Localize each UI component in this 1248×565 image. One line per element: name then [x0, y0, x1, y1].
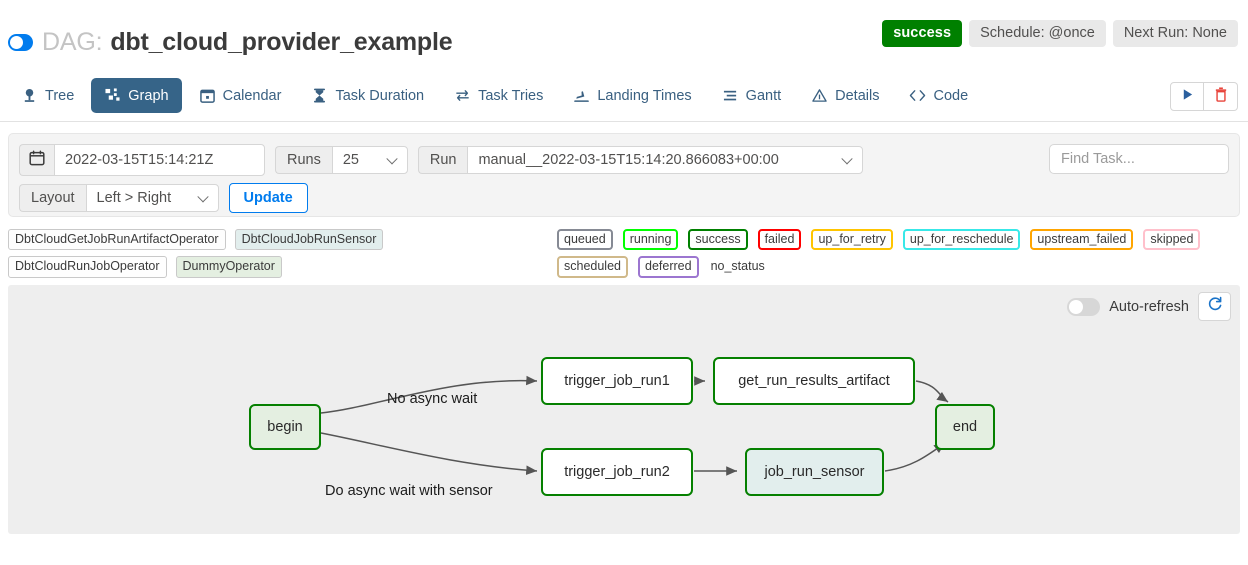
date-filter-group: 2022-03-15T15:14:21Z — [19, 144, 265, 176]
header-badges: success Schedule: @once Next Run: None — [882, 20, 1238, 47]
tab-code[interactable]: Code — [896, 78, 981, 113]
tab-task-tries[interactable]: Task Tries — [441, 78, 556, 113]
retry-icon — [454, 87, 471, 104]
graph-edge-label: Do async wait with sensor — [325, 483, 493, 499]
tab-tree[interactable]: Tree — [8, 78, 87, 113]
hourglass-icon — [311, 87, 328, 104]
calendar-icon — [29, 150, 45, 170]
filter-row-1: 2022-03-15T15:14:21Z Runs 25 Run manual_… — [19, 144, 1229, 176]
code-icon — [909, 87, 926, 104]
dag-name: dbt_cloud_provider_example — [110, 28, 453, 56]
layout-select[interactable]: Left > Right — [85, 184, 219, 212]
graph-node-trigger_job_run1[interactable]: trigger_job_run1 — [541, 357, 693, 405]
tab-details[interactable]: Details — [798, 78, 892, 113]
trash-icon — [1214, 86, 1228, 107]
landing-icon — [573, 87, 590, 104]
status-badge: success — [882, 20, 963, 47]
graph-node-begin[interactable]: begin — [249, 404, 321, 450]
dag-header: DAG: dbt_cloud_provider_example success … — [0, 0, 1248, 70]
graph-node-end[interactable]: end — [935, 404, 995, 450]
tree-icon — [21, 87, 38, 104]
edge-begin-to-trigger1 — [320, 375, 538, 414]
tab-landing-times-label: Landing Times — [597, 87, 692, 104]
tab-landing-times[interactable]: Landing Times — [560, 78, 704, 113]
state-legend-item[interactable]: scheduled — [557, 256, 628, 278]
graph-node-trigger_job_run2[interactable]: trigger_job_run2 — [541, 448, 693, 496]
run-select[interactable]: manual__2022-03-15T15:14:20.866083+00:00 — [467, 146, 864, 174]
tab-code-label: Code — [933, 87, 969, 104]
play-icon — [1181, 88, 1194, 106]
tab-calendar-label: Calendar — [222, 87, 282, 104]
layout-label: Layout — [19, 184, 86, 212]
state-legend-no-status: no_status — [710, 259, 765, 274]
runs-select[interactable]: 25 — [331, 146, 408, 174]
find-task-input[interactable]: Find Task... — [1049, 144, 1229, 174]
schedule-badge[interactable]: Schedule: @once — [969, 20, 1106, 47]
operator-legend-item[interactable]: DbtCloudGetJobRunArtifactOperator — [8, 229, 226, 251]
refresh-button[interactable] — [1198, 292, 1231, 321]
tab-graph-label: Graph — [128, 87, 169, 104]
graph-edge-label: No async wait — [387, 391, 478, 407]
state-legend-item[interactable]: up_for_retry — [811, 229, 893, 251]
refresh-icon — [1207, 296, 1223, 317]
state-legend-item[interactable]: failed — [757, 229, 802, 251]
filter-row-2: Layout Left > Right Update — [19, 183, 1229, 213]
tab-tree-label: Tree — [45, 87, 75, 104]
state-legend-item[interactable]: success — [688, 229, 748, 251]
state-legend-item[interactable]: running — [622, 229, 679, 251]
runs-filter-group: Runs 25 — [275, 146, 408, 174]
next-run-badge: Next Run: None — [1112, 20, 1238, 47]
dag-graph-panel[interactable]: Auto-refresh begin trigger_job_run1 get_ru… — [8, 285, 1240, 534]
edge-artifact-to-end — [915, 380, 949, 403]
auto-refresh-label: Auto-refresh — [1109, 298, 1189, 315]
state-legend-item[interactable]: skipped — [1143, 229, 1201, 251]
update-button[interactable]: Update — [228, 183, 308, 213]
operator-legend-item[interactable]: DummyOperator — [175, 256, 282, 278]
tab-task-duration-label: Task Duration — [335, 87, 425, 104]
tab-calendar[interactable]: Calendar — [186, 78, 295, 113]
calendar-picker-button[interactable] — [19, 144, 54, 176]
state-legend-item[interactable]: upstream_failed — [1030, 229, 1134, 251]
tab-graph[interactable]: Graph — [91, 78, 182, 113]
graph-icon — [104, 87, 121, 104]
tab-task-tries-label: Task Tries — [478, 87, 544, 104]
dag-label: DAG: — [42, 28, 103, 56]
tab-details-label: Details — [835, 87, 880, 104]
gantt-icon — [722, 87, 739, 104]
graph-node-get_run_results_artifact[interactable]: get_run_results_artifact — [713, 357, 915, 405]
tab-task-duration[interactable]: Task Duration — [298, 78, 437, 113]
layout-filter-group: Layout Left > Right — [19, 184, 219, 212]
delete-dag-button[interactable] — [1204, 82, 1238, 111]
state-legend-item[interactable]: deferred — [638, 256, 699, 278]
run-filter-group: Run manual__2022-03-15T15:14:20.866083+0… — [417, 146, 864, 174]
dag-action-buttons — [1170, 82, 1238, 111]
state-legend-item[interactable]: up_for_reschedule — [902, 229, 1021, 251]
graph-edges — [320, 375, 949, 476]
triangle-info-icon — [811, 87, 828, 104]
dag-pause-toggle[interactable] — [8, 34, 33, 51]
operator-legend-item[interactable]: DbtCloudRunJobOperator — [8, 256, 167, 278]
filter-toolbar: 2022-03-15T15:14:21Z Runs 25 Run manual_… — [8, 133, 1240, 217]
graph-toolbar: Auto-refresh — [1067, 292, 1231, 321]
trigger-dag-button[interactable] — [1170, 82, 1204, 111]
state-legend-item[interactable]: queued — [557, 229, 613, 251]
state-legend: queued running success failed up_for_retry up… — [557, 229, 1248, 278]
graph-node-job_run_sensor[interactable]: job_run_sensor — [745, 448, 884, 496]
execution-date-input[interactable]: 2022-03-15T15:14:21Z — [54, 144, 265, 176]
calendar-icon — [199, 87, 216, 104]
runs-label: Runs — [275, 146, 332, 174]
operator-legend-item[interactable]: DbtCloudJobRunSensor — [234, 229, 384, 251]
run-label: Run — [417, 146, 468, 174]
dag-title: DAG: dbt_cloud_provider_example — [8, 28, 453, 57]
edge-begin-to-trigger2 — [320, 432, 538, 476]
view-tabs: Tree Graph Calendar Task Duration Task T… — [0, 70, 1248, 122]
auto-refresh-toggle[interactable] — [1067, 297, 1101, 316]
tab-gantt-label: Gantt — [745, 87, 782, 104]
tab-gantt[interactable]: Gantt — [709, 78, 794, 113]
